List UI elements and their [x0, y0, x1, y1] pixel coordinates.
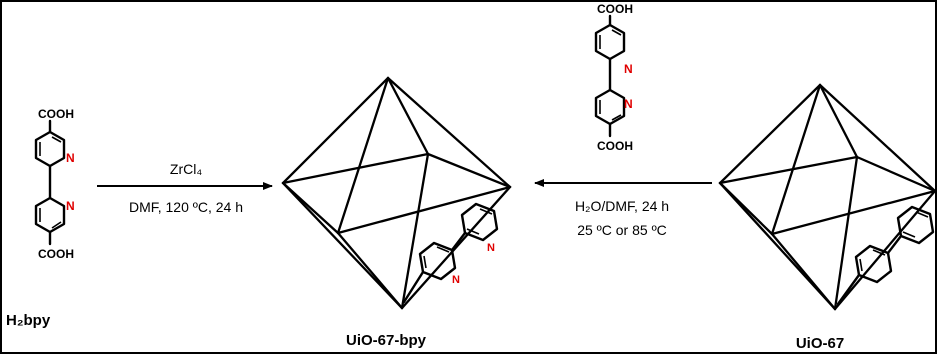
- ligand-name: H₂bpy: [6, 312, 51, 329]
- n-atom-linker-upper: N: [487, 242, 495, 254]
- n-atom-upper: N: [66, 151, 75, 165]
- reagent-bpy-dicarboxylic: COOH N N COOH: [594, 2, 633, 153]
- left-conditions: DMF, 120 ºC, 24 h: [129, 199, 243, 215]
- product-left-name: UiO-67-bpy: [346, 332, 427, 349]
- ligand-bottom-cooh: COOH: [38, 247, 74, 261]
- n-atom-linker-lower: N: [452, 274, 460, 286]
- right-conditions-line2: 25 ºC or 85 ºC: [577, 222, 667, 238]
- right-conditions-line1: H₂O/DMF, 24 h: [575, 198, 669, 214]
- n-atom-reagent-lower: N: [624, 97, 633, 111]
- ligand-h2bpy: COOH N N COOH: [34, 107, 75, 261]
- octahedron-uio67: [718, 83, 937, 311]
- product-right-name: UiO-67: [796, 335, 844, 352]
- reagent-top-cooh: COOH: [597, 2, 633, 16]
- ligand-top-cooh: COOH: [38, 107, 74, 121]
- n-atom-reagent-upper: N: [624, 62, 633, 76]
- reagent-bottom-cooh: COOH: [597, 139, 633, 153]
- n-atom-lower: N: [66, 199, 75, 213]
- octahedron-uio67bpy: N N: [281, 76, 512, 310]
- left-reagent: ZrCl₄: [170, 161, 202, 177]
